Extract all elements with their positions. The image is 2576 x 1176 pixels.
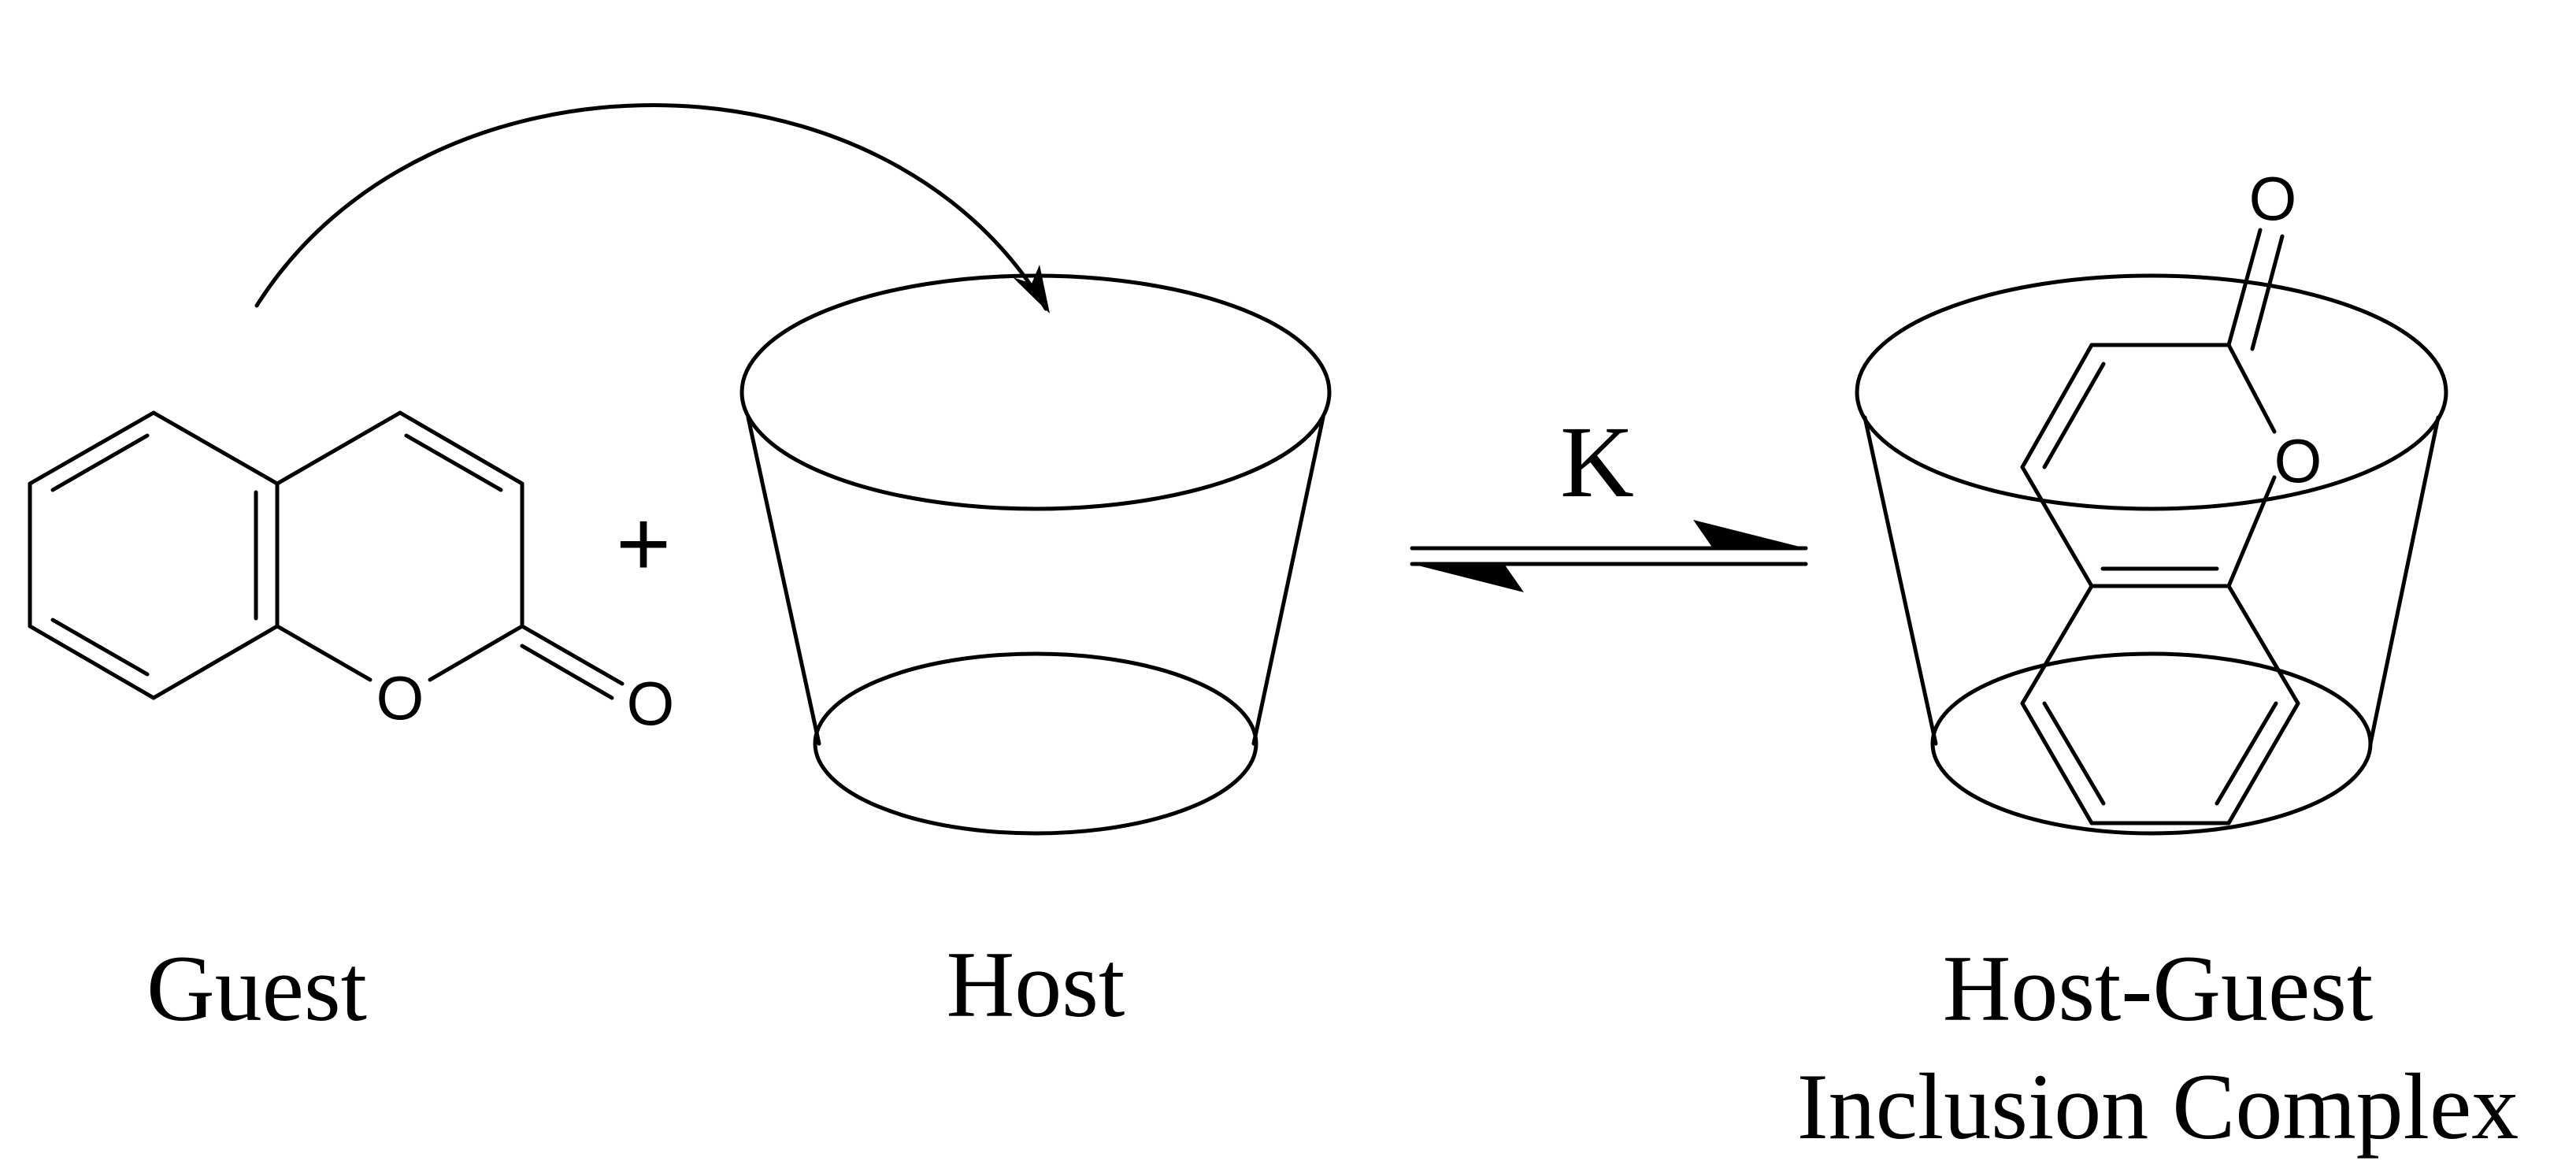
- complex-cone: [1855, 273, 2448, 836]
- guest-carbonyl-oxygen-label: O: [627, 669, 675, 738]
- guest-ring-oxygen-label: O: [376, 663, 424, 733]
- host-top-rim: [739, 273, 1332, 511]
- complex-caption-line1: Host-Guest: [1943, 936, 2374, 1041]
- host-caption: Host: [947, 932, 1125, 1037]
- complex-bottom-rim: [1930, 651, 2373, 836]
- guest-molecule: O O: [28, 410, 675, 738]
- reverse-arrowhead: [1412, 564, 1524, 592]
- guest-caption: Guest: [146, 936, 367, 1041]
- complex-ring-oxygen-label: O: [2274, 426, 2322, 495]
- complex-carbonyl-oxygen-label: O: [2249, 164, 2297, 233]
- complex-guest-molecule: O O: [2020, 164, 2322, 825]
- forward-arrowhead: [1693, 520, 1806, 548]
- equilibrium-constant-label: K: [1560, 406, 1634, 519]
- host-bottom-rim: [813, 651, 1258, 836]
- host-cone: [739, 273, 1332, 836]
- complex-top-rim: [1855, 273, 2448, 511]
- equilibrium-arrows: K: [1410, 406, 1808, 592]
- plus-sign: +: [616, 491, 671, 596]
- insertion-arrowhead: [1013, 265, 1050, 313]
- complex-caption-line2: Inclusion Complex: [1797, 1054, 2519, 1159]
